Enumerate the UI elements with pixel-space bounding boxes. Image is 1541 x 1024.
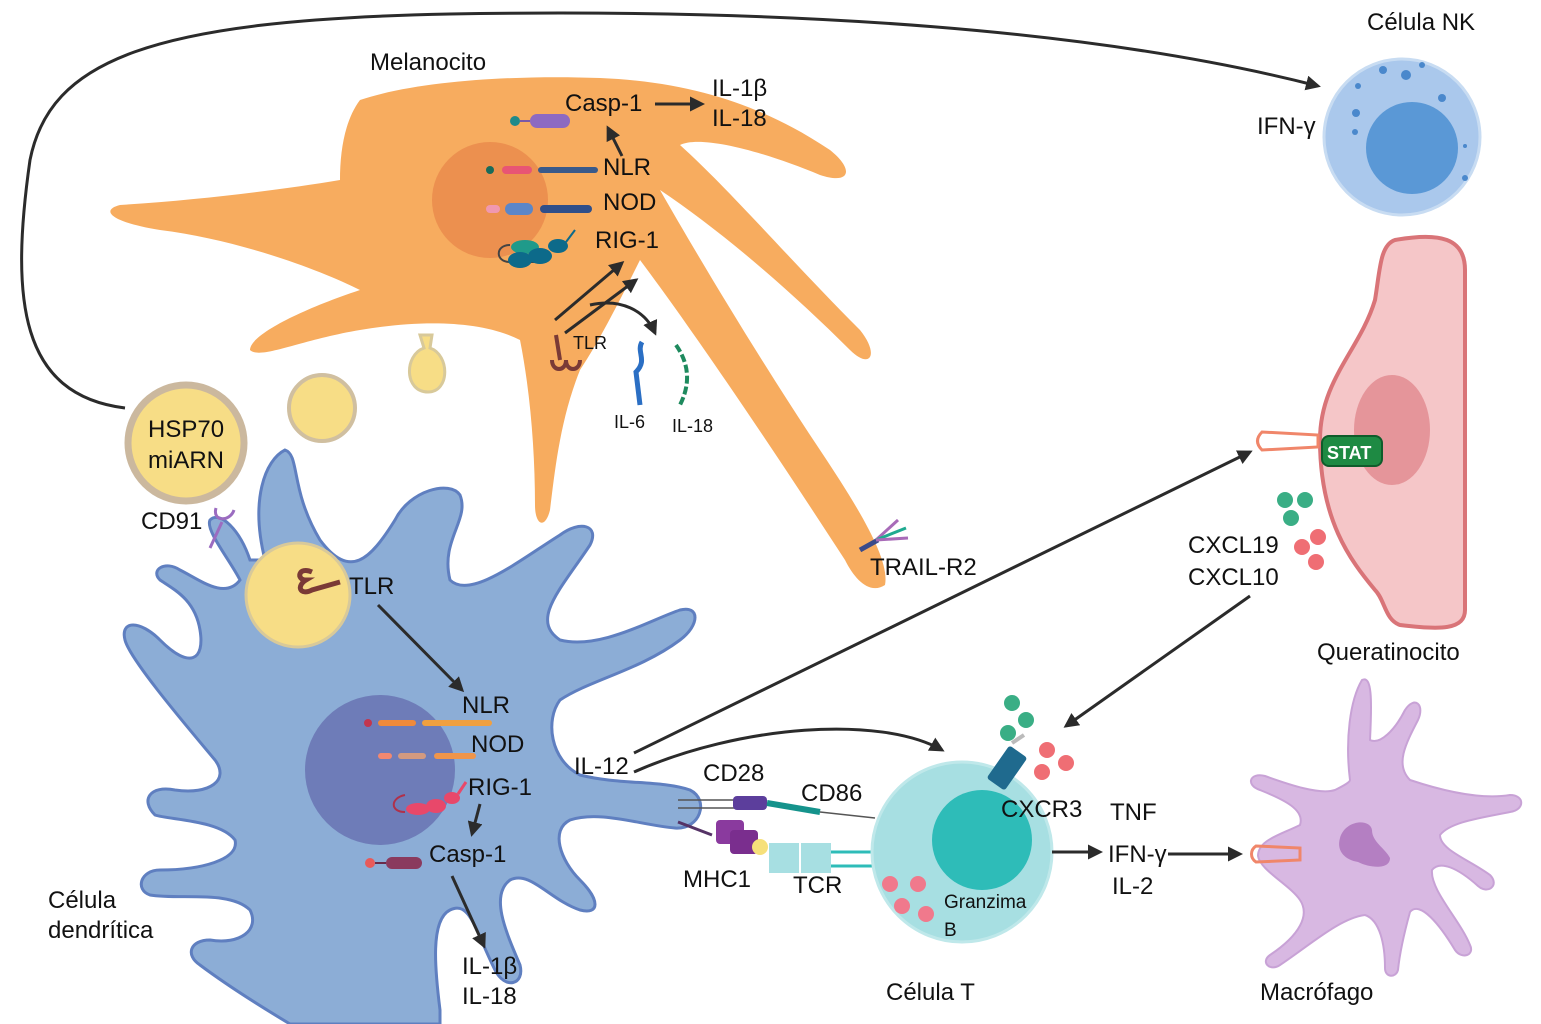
dendritic-nod-molecule-icon (378, 753, 476, 759)
cxcl10-label: CXCL10 (1188, 564, 1279, 591)
casp1-molecule-icon (510, 114, 570, 128)
dendritic-cell-nucleus (305, 695, 455, 845)
nk-granules-icon (1352, 62, 1468, 181)
melanocyte-tlr-label: TLR (573, 333, 607, 353)
tlr-to-rig1-arrow (554, 261, 625, 322)
hsp70-mirna-vesicle: HSP70 miARN (124, 381, 248, 505)
trail-r2-receptor-icon (858, 518, 909, 553)
mhc1-label: MHC1 (683, 866, 751, 893)
granzyme-b-granules-icon (882, 876, 934, 922)
il18-ligand-icon (674, 343, 690, 406)
tnf-label: TNF (1110, 799, 1157, 826)
il6-ligand-icon (633, 340, 645, 406)
rig1-molecule-icon (497, 229, 576, 268)
tcr-receptor-icon (769, 843, 877, 873)
dendritic-il18-label: IL-18 (462, 983, 517, 1010)
nod-molecule-icon (486, 203, 592, 215)
t-cell: Granzima B CXCR3 Célula T (870, 695, 1082, 1006)
cxcr3-label: CXCR3 (1001, 796, 1082, 823)
dendritic-nlr-label: NLR (462, 692, 510, 719)
nk-cell-nucleus (1366, 102, 1458, 194)
keratinocyte-nucleus (1354, 375, 1430, 485)
nk-cell: Célula NK IFN-γ (1257, 9, 1482, 217)
il12-to-tcell-arrow (633, 727, 945, 774)
tlr-to-nod-arrow (564, 278, 639, 335)
cd86-ligand-icon (766, 800, 821, 815)
nlr-molecule-icon (486, 166, 598, 174)
dendritic-casp1-molecule-icon (365, 857, 422, 869)
granzyme-label-line1: Granzima (944, 892, 1027, 913)
melanocyte: Melanocito Casp-1 IL-1β IL-18 NLR NOD RI… (110, 49, 977, 589)
il2-label: IL-2 (1112, 873, 1153, 900)
il18-small-label: IL-18 (672, 416, 713, 436)
dendritic-cell-label-line1: Célula (48, 887, 117, 914)
engulfed-vesicle-icon (244, 541, 352, 649)
nk-cell-label: Célula NK (1367, 9, 1475, 36)
vesicle-to-nk-arrow (20, 11, 1321, 410)
tcell-ifng-label: IFN-γ (1108, 841, 1167, 868)
mhc1-complex-icon (677, 820, 768, 855)
nlr-to-casp1-arrow (606, 125, 624, 157)
macrophage-receptor-icon (1250, 844, 1302, 864)
il6-label: IL-6 (614, 412, 645, 432)
rig1-to-casp1-arrow (467, 803, 483, 837)
cd91-receptor-icon (208, 507, 236, 549)
dendritic-il1b-label: IL-1β (462, 953, 517, 980)
dendritic-tlr-receptor-icon (297, 568, 341, 595)
melanocyte-nlr-label: NLR (603, 154, 651, 181)
t-cell-nucleus (932, 790, 1032, 890)
macrophage-body (1250, 678, 1523, 977)
granzyme-label-line2: B (944, 920, 957, 941)
cd86-label: CD86 (801, 780, 862, 807)
macrophage: Macrófago (1250, 678, 1523, 1006)
dendritic-tlr-label: TLR (349, 573, 394, 600)
stat-label: STAT (1327, 443, 1371, 463)
cd91-label: CD91 (141, 508, 202, 535)
macrophage-label: Macrófago (1260, 979, 1373, 1006)
keratinocyte-chemokines-icon (1277, 492, 1326, 570)
melanocyte-il1b-label: IL-1β (712, 75, 767, 102)
il12-label: IL-12 (574, 753, 629, 780)
keratinocyte: STAT Queratinocito (1256, 234, 1467, 666)
melanocyte-body (110, 77, 886, 589)
dendritic-cell-label-line2: dendrítica (48, 917, 154, 944)
keratinocyte-label: Queratinocito (1317, 639, 1460, 666)
dendritic-rig1-label: RIG-1 (468, 774, 532, 801)
melanocyte-rig1-label: RIG-1 (595, 227, 659, 254)
dendritic-nlr-molecule-icon (364, 719, 492, 727)
keratinocyte-receptor-icon (1256, 430, 1320, 452)
melanocyte-casp1-label: Casp-1 (565, 90, 642, 117)
casp1-to-il-dc-arrow (450, 875, 486, 949)
melanocyte-label: Melanocito (370, 49, 486, 76)
dendritic-rig1-molecule-icon (392, 781, 468, 815)
melanocyte-nod-label: NOD (603, 189, 656, 216)
tcell-chemokines-icon (1000, 695, 1074, 780)
tcr-label: TCR (793, 872, 842, 899)
melanocyte-il18-label: IL-18 (712, 105, 767, 132)
free-vesicle-icon (287, 373, 357, 443)
melanocyte-tlr-receptor-icon (550, 334, 582, 371)
il12-to-keratinocyte-arrow (633, 450, 1253, 755)
cd28-label: CD28 (703, 760, 764, 787)
budding-vesicle-icon (408, 333, 447, 394)
dendritic-casp1-label: Casp-1 (429, 841, 506, 868)
stat-badge (1321, 435, 1383, 467)
nk-ifng-label: IFN-γ (1257, 113, 1316, 140)
dendritic-nod-label: NOD (471, 731, 524, 758)
dendritic-cell: TLR NLR NOD RIG-1 (48, 448, 703, 1024)
tlr-to-nlr-arrow (376, 603, 465, 693)
tlr-to-cytokines-arrow (589, 301, 658, 336)
cxcl19-label: CXCL19 (1188, 532, 1279, 559)
immune-synapse: CD28 CD86 MHC1 TCR (677, 760, 877, 899)
t-cell-label: Célula T (886, 979, 975, 1006)
cxcr3-receptor-icon (987, 733, 1027, 790)
macrophage-nucleus (1339, 822, 1390, 867)
cd28-receptor-icon (733, 796, 767, 810)
chemokine-to-tcell-arrow (1063, 594, 1251, 728)
trail-r2-label: TRAIL-R2 (870, 554, 977, 581)
hsp70-label: HSP70 (148, 416, 224, 443)
mirna-label: miARN (148, 447, 224, 474)
